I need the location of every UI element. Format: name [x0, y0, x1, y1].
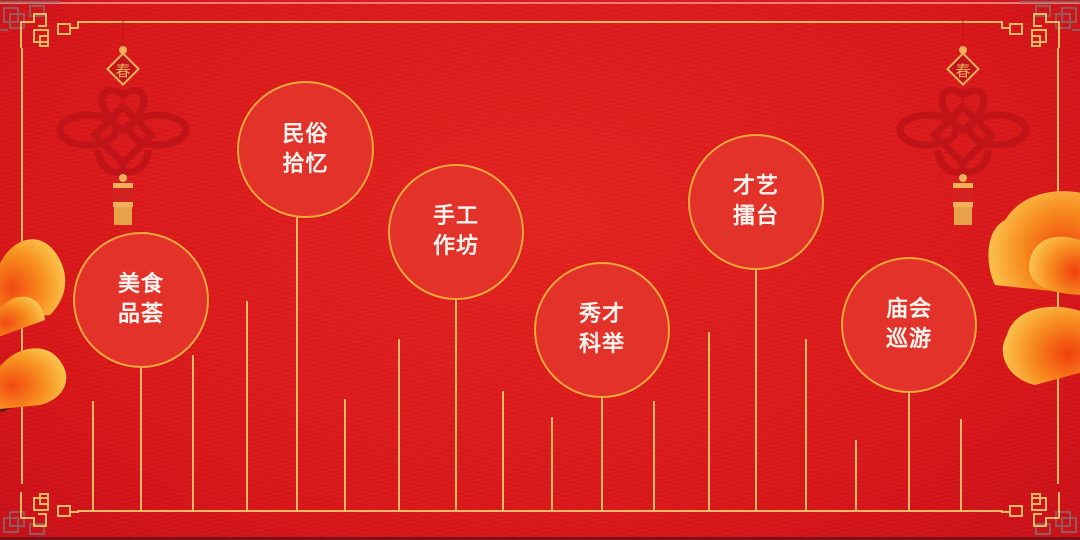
deco-line: [92, 401, 94, 511]
deco-line: [805, 339, 807, 511]
deco-line: [960, 419, 962, 511]
corner-ornament-top-left: [0, 1, 90, 48]
activity-label-line2: 作坊: [432, 234, 479, 259]
stem-line-2: [296, 214, 298, 511]
activity-label-line2: 品荟: [117, 302, 164, 327]
spring-charm-left: 春: [115, 62, 130, 80]
activity-circle-talent-stage[interactable]: 才艺 擂台: [688, 134, 824, 270]
deco-line: [246, 301, 248, 511]
corner-ornament-bottom-right: [990, 492, 1077, 535]
chinese-knot-left-icon: 春: [56, 20, 190, 225]
deco-line: [344, 399, 346, 511]
activity-label-line1: 民俗: [282, 121, 329, 147]
frame-bottom-line: [78, 510, 1002, 512]
corner-ornament-top-right: [990, 1, 1080, 48]
stem-line-5: [755, 268, 757, 511]
activity-circle-food[interactable]: 美食 品荟: [73, 232, 209, 368]
pine-tree-right-icon: [988, 191, 1080, 385]
deco-line: [708, 332, 710, 511]
deco-line: [653, 401, 655, 511]
activity-circle-handcraft[interactable]: 手工 作坊: [388, 164, 524, 300]
activity-circle-folk-memories[interactable]: 民俗 拾忆: [237, 81, 374, 218]
activity-label-line2: 巡游: [885, 327, 932, 352]
activity-label-line2: 科举: [578, 332, 625, 357]
top-edge-highlight: [0, 2, 1080, 4]
activity-label-line2: 擂台: [732, 204, 779, 229]
activity-label-line1: 庙会: [885, 297, 932, 322]
bottom-edge-shadow: [0, 537, 1080, 540]
frame-top-line: [78, 21, 1002, 23]
activity-circle-imperial-exam[interactable]: 秀才 科举: [534, 262, 670, 398]
pine-tree-left-icon: [0, 239, 67, 413]
stem-line-3: [455, 300, 457, 511]
activity-label-line1: 秀才: [578, 302, 625, 327]
stem-line-4: [601, 396, 603, 511]
activity-label-line1: 才艺: [732, 174, 779, 199]
corner-ornament-bottom-left: [3, 492, 90, 535]
deco-line: [192, 355, 194, 511]
activity-label-line1: 手工: [432, 204, 479, 229]
deco-line: [502, 391, 504, 511]
stem-line-6: [908, 392, 910, 511]
activity-circle-temple-fair[interactable]: 庙会 巡游: [841, 257, 977, 393]
deco-line: [855, 440, 857, 511]
chinese-knot-right-icon: 春: [896, 20, 1030, 225]
activity-label-line2: 拾忆: [282, 151, 329, 177]
activity-label-line1: 美食: [117, 272, 164, 297]
spring-charm-right: 春: [955, 62, 970, 80]
deco-line: [551, 417, 553, 511]
stem-line-1: [140, 366, 142, 511]
deco-line: [398, 339, 400, 511]
